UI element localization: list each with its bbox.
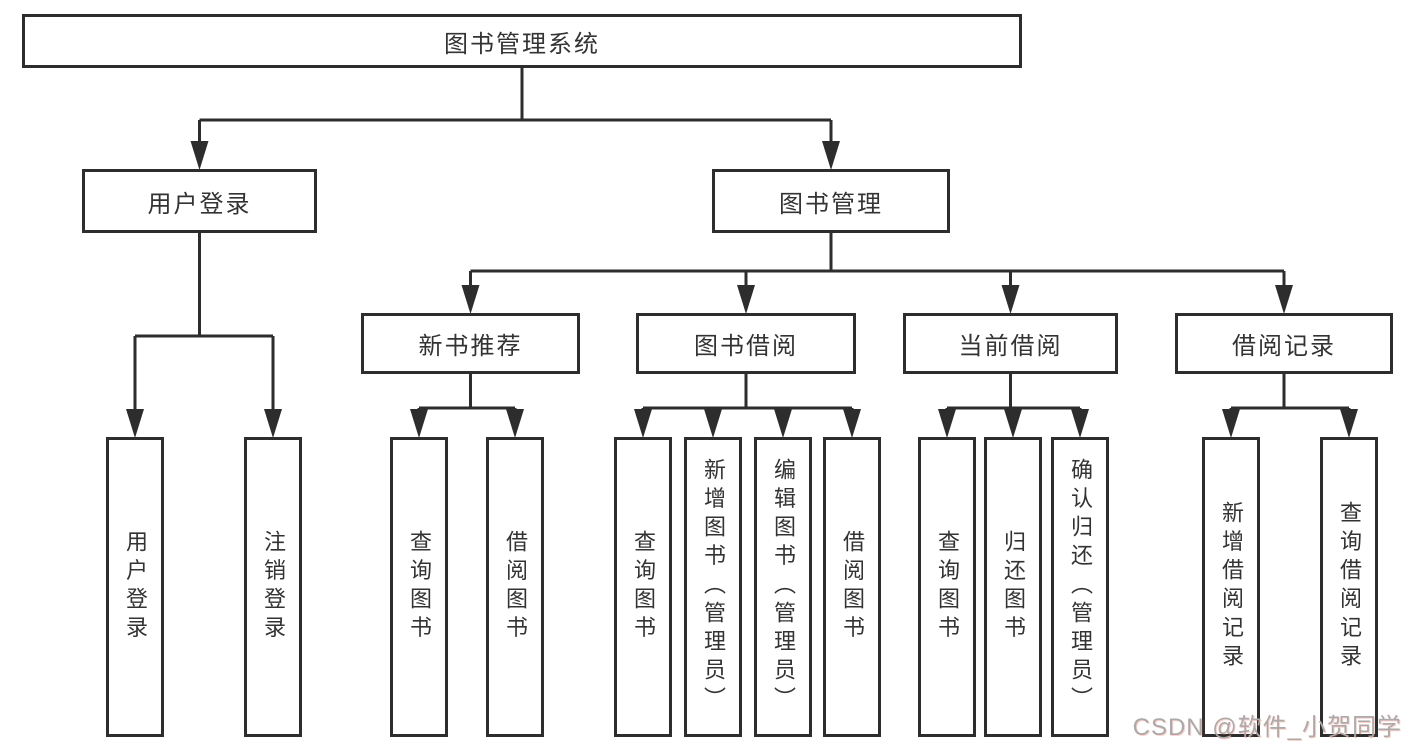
node-label: 查询借阅记录 bbox=[1337, 501, 1362, 673]
arrowhead-icon bbox=[634, 409, 652, 438]
arrowhead-icon bbox=[461, 285, 480, 314]
node-login: 用户登录 bbox=[82, 169, 317, 233]
node-label: 借阅图书 bbox=[840, 529, 865, 645]
node-root: 图书管理系统 bbox=[22, 14, 1022, 68]
node-new-book: 新书推荐 bbox=[361, 313, 580, 374]
arrowhead-icon bbox=[938, 409, 956, 438]
node-label: 借阅图书 bbox=[503, 529, 528, 645]
node-leaf-cur-return: 归还图书 bbox=[984, 437, 1042, 737]
arrowhead-icon bbox=[1001, 285, 1020, 314]
arrowhead-icon bbox=[822, 141, 840, 170]
arrowhead-icon bbox=[506, 409, 524, 438]
node-leaf-user-login: 用户登录 bbox=[106, 437, 164, 737]
node-leaf-cur-query: 查询图书 bbox=[918, 437, 976, 737]
arrowhead-icon bbox=[737, 285, 755, 314]
node-book-borrow: 图书借阅 bbox=[636, 313, 856, 374]
node-label: 查询图书 bbox=[631, 529, 656, 645]
node-label: 归还图书 bbox=[1001, 529, 1026, 645]
arrowhead-icon bbox=[1222, 409, 1240, 438]
node-leaf-rec-query: 查询借阅记录 bbox=[1320, 437, 1378, 737]
node-label: 查询图书 bbox=[935, 529, 960, 645]
node-leaf-nb-query: 查询图书 bbox=[390, 437, 448, 737]
node-label: 编辑图书（管理员） bbox=[771, 458, 796, 716]
arrowhead-icon bbox=[1071, 409, 1089, 438]
node-leaf-nb-borrow: 借阅图书 bbox=[486, 437, 544, 737]
node-label: 新增图书（管理员） bbox=[701, 458, 726, 716]
node-label: 新增借阅记录 bbox=[1219, 501, 1244, 673]
watermark-text: CSDN @软件_小贺同学 bbox=[1132, 714, 1402, 741]
arrowhead-icon bbox=[774, 409, 792, 438]
arrowhead-icon bbox=[1340, 409, 1358, 438]
node-records: 借阅记录 bbox=[1175, 313, 1393, 374]
node-label: 图书管理 bbox=[779, 190, 883, 218]
node-book-mgmt: 图书管理 bbox=[712, 169, 950, 233]
node-label: 新书推荐 bbox=[418, 333, 523, 360]
node-label: 用户登录 bbox=[123, 529, 148, 645]
node-label: 用户登录 bbox=[147, 190, 252, 218]
arrowhead-icon bbox=[1004, 409, 1022, 438]
node-label: 图书借阅 bbox=[694, 333, 798, 360]
node-leaf-bb-query: 查询图书 bbox=[614, 437, 672, 737]
node-label: 图书管理系统 bbox=[444, 30, 600, 58]
arrowhead-icon bbox=[190, 141, 209, 170]
node-label: 查询图书 bbox=[407, 529, 432, 645]
node-label: 借阅记录 bbox=[1232, 333, 1336, 360]
arrowhead-icon bbox=[126, 409, 144, 438]
arrowhead-icon bbox=[1275, 285, 1293, 314]
node-label: 注销登录 bbox=[261, 529, 286, 645]
arrowhead-icon bbox=[704, 409, 722, 438]
arrowhead-icon bbox=[264, 409, 282, 438]
node-leaf-bb-edit: 编辑图书（管理员） bbox=[754, 437, 812, 737]
arrowhead-icon bbox=[843, 409, 861, 438]
node-current: 当前借阅 bbox=[903, 313, 1118, 374]
node-label: 确认归还（管理员） bbox=[1068, 458, 1093, 716]
node-label: 当前借阅 bbox=[958, 333, 1063, 360]
node-leaf-bb-add: 新增图书（管理员） bbox=[684, 437, 742, 737]
node-leaf-bb-borrow: 借阅图书 bbox=[823, 437, 881, 737]
node-leaf-rec-add: 新增借阅记录 bbox=[1202, 437, 1260, 737]
node-leaf-logout: 注销登录 bbox=[244, 437, 302, 737]
arrowhead-icon bbox=[410, 409, 428, 438]
node-leaf-cur-confirm: 确认归还（管理员） bbox=[1051, 437, 1109, 737]
